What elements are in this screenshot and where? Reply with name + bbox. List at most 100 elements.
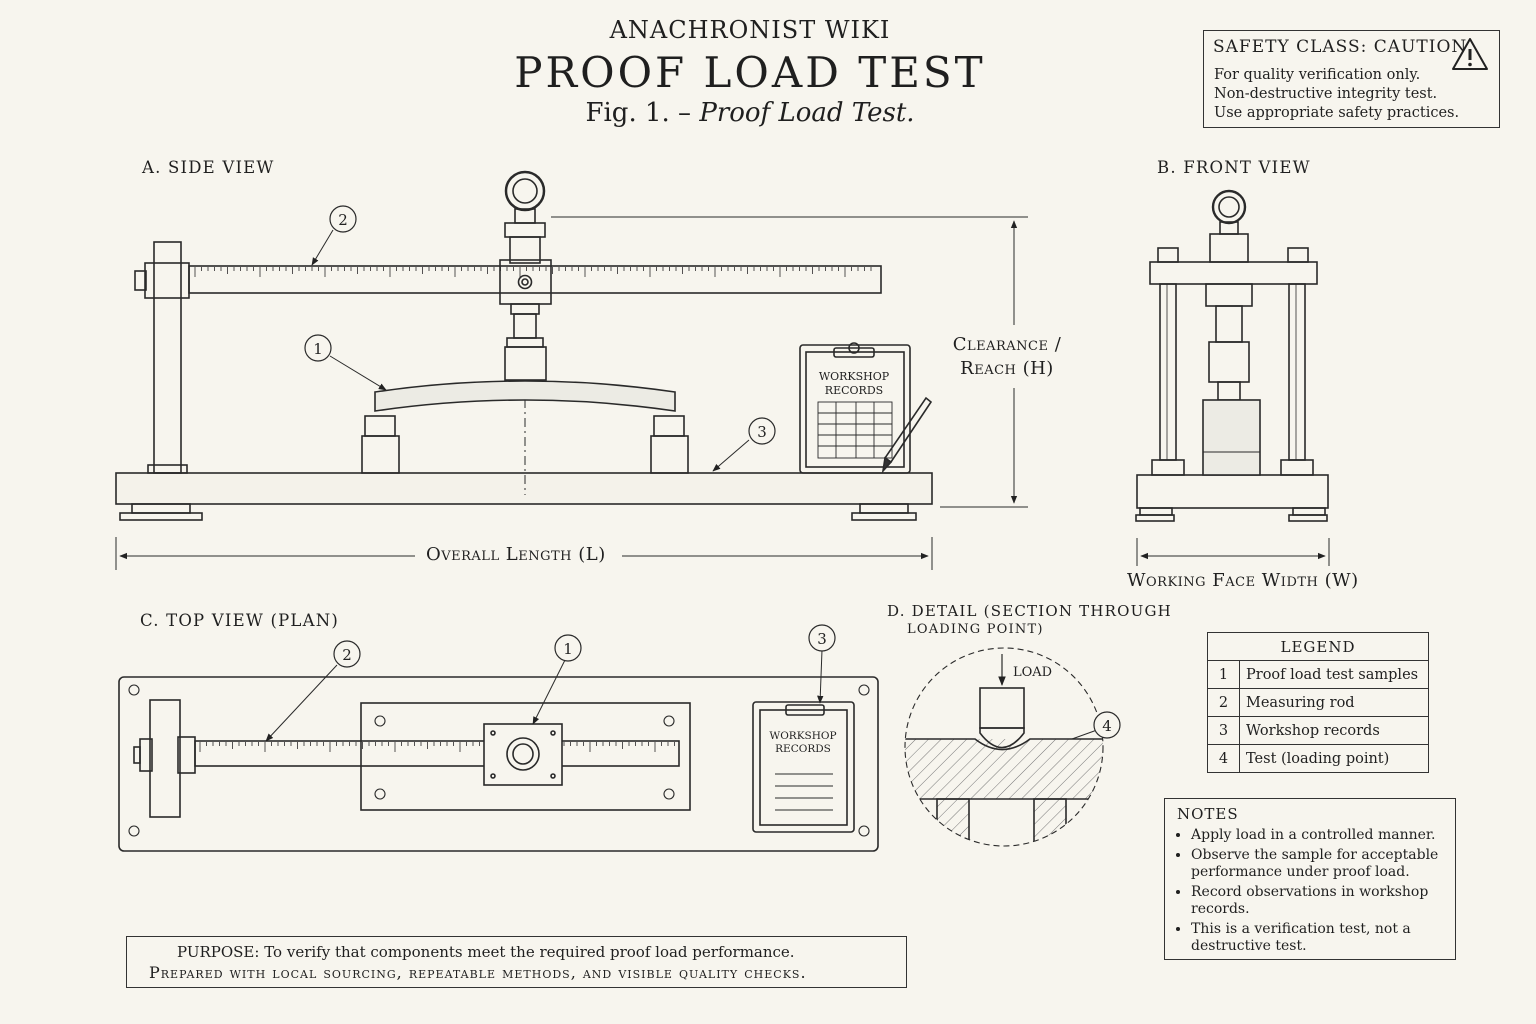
callout-1-top: [554, 634, 582, 662]
legend-text: Test (loading point): [1239, 744, 1429, 773]
legend-title: LEGEND: [1207, 632, 1429, 661]
callout-1-text: 1: [313, 340, 323, 358]
safety-box: SAFETY CLASS: CAUTION For quality verifi…: [1203, 30, 1500, 128]
figure-caption: Fig. 1. – Proof Load Test.: [0, 98, 1500, 128]
detail-view: [904, 647, 1104, 847]
measuring-rod: [188, 265, 882, 294]
callout-3-top-text: 3: [817, 630, 827, 648]
test-sample-beam: [374, 380, 676, 412]
front-crosshead: [1149, 261, 1318, 285]
top-column: [149, 699, 181, 818]
working-face-label: Working Face Width (W): [1127, 570, 1359, 591]
top-measuring-rod: [194, 740, 680, 767]
column-clamp: [144, 262, 190, 299]
front-ram: [1208, 341, 1250, 383]
ram-foot: [504, 346, 547, 381]
clearance-label-line1: Clearance /: [952, 334, 1062, 355]
callout-3-text: 3: [757, 423, 767, 441]
page-title: PROOF LOAD TEST: [514, 48, 986, 97]
column: [153, 241, 182, 474]
callout-2-top: [333, 640, 361, 668]
warning-triangle-icon: [1452, 38, 1488, 70]
clearance-label: Clearance / Reach (H): [952, 333, 1062, 381]
note-item: This is a verification test, not a destr…: [1191, 921, 1443, 955]
support-right: [650, 435, 689, 474]
front-view: [1135, 189, 1330, 566]
callout-3-side: [748, 417, 776, 445]
foot-right: [859, 503, 909, 514]
top-records-label-line2: RECORDS: [775, 743, 831, 755]
legend-text: Measuring rod: [1239, 688, 1429, 717]
legend-num: 2: [1207, 688, 1240, 717]
records-label-line1: WORKSHOP: [819, 370, 890, 383]
clamp-bolt: [134, 270, 147, 291]
column-foot: [147, 464, 188, 474]
support-left: [361, 435, 400, 474]
callout-1-top-text: 1: [563, 640, 573, 658]
wiki-name: ANACHRONIST WIKI: [609, 16, 891, 44]
side-view-label: A. SIDE VIEW: [142, 158, 275, 177]
legend-text: Proof load test samples: [1239, 660, 1429, 689]
records-label-line2: RECORDS: [825, 384, 883, 397]
side-view: [115, 170, 1028, 570]
front-lifting-eye: [1211, 189, 1247, 225]
foot-right-pad: [851, 512, 917, 521]
top-view-label: C. TOP VIEW (PLAN): [140, 611, 339, 630]
purpose-box: PURPOSE: To verify that components meet …: [126, 936, 907, 988]
callout-2-text: 2: [338, 211, 348, 229]
head-body: [509, 236, 541, 264]
top-head: [483, 723, 563, 786]
legend-text: Workshop records: [1239, 716, 1429, 745]
top-records-label-line1: WORKSHOP: [769, 730, 836, 742]
foot-left-pad: [119, 512, 203, 521]
callout-2-side: [329, 205, 357, 233]
top-records-clipboard: [752, 701, 855, 833]
callout-1-side: [304, 334, 332, 362]
top-platen: [360, 702, 691, 811]
front-base: [1136, 474, 1329, 509]
head-collar: [504, 222, 546, 238]
overall-length-label: Overall Length (L): [418, 544, 614, 565]
front-post-left: [1159, 283, 1177, 461]
front-post-right: [1288, 283, 1306, 461]
lifting-eye: [504, 170, 546, 212]
purpose-line-1: PURPOSE: To verify that components meet …: [177, 943, 795, 961]
detail-view-label-2: LOADING POINT): [907, 622, 1044, 637]
purpose-line-2: Prepared with local sourcing, repeatable…: [149, 963, 807, 982]
legend-num: 1: [1207, 660, 1240, 689]
safety-line-3: Use appropriate safety practices.: [1214, 105, 1460, 121]
note-item: Apply load in a controlled manner.: [1191, 827, 1443, 844]
note-item: Record observations in workshop records.: [1191, 884, 1443, 918]
safety-line-2: Non-destructive integrity test.: [1214, 86, 1438, 102]
callout-2-top-text: 2: [342, 646, 352, 664]
figure-title: Proof Load Test.: [699, 98, 915, 128]
callout-3-top: [808, 624, 836, 652]
front-sample: [1202, 399, 1261, 476]
records-clipboard: [799, 344, 911, 474]
callout-4-detail: [1093, 711, 1121, 739]
note-item: Observe the sample for acceptable perfor…: [1191, 847, 1443, 881]
ram: [513, 313, 537, 339]
detail-view-label: D. DETAIL (SECTION THROUGH: [887, 602, 1172, 620]
figure-prefix: Fig. 1. –: [585, 98, 692, 128]
notes-box: NOTES Apply load in a controlled manner.…: [1164, 798, 1456, 960]
callout-4-text: 4: [1102, 717, 1112, 735]
notes-title: NOTES: [1177, 805, 1239, 823]
legend-num: 4: [1207, 744, 1240, 773]
clearance-label-line2: Reach (H): [960, 358, 1054, 379]
notes-list: Apply load in a controlled manner. Obser…: [1177, 827, 1443, 955]
front-view-label: B. FRONT VIEW: [1157, 158, 1311, 177]
top-view: [118, 649, 879, 852]
foot-left: [131, 503, 191, 514]
legend-num: 3: [1207, 716, 1240, 745]
safety-line-1: For quality verification only.: [1214, 67, 1421, 83]
safety-heading: SAFETY CLASS: CAUTION: [1213, 37, 1468, 57]
rod-ticks: [194, 267, 872, 277]
detail-indenter: [979, 687, 1025, 729]
